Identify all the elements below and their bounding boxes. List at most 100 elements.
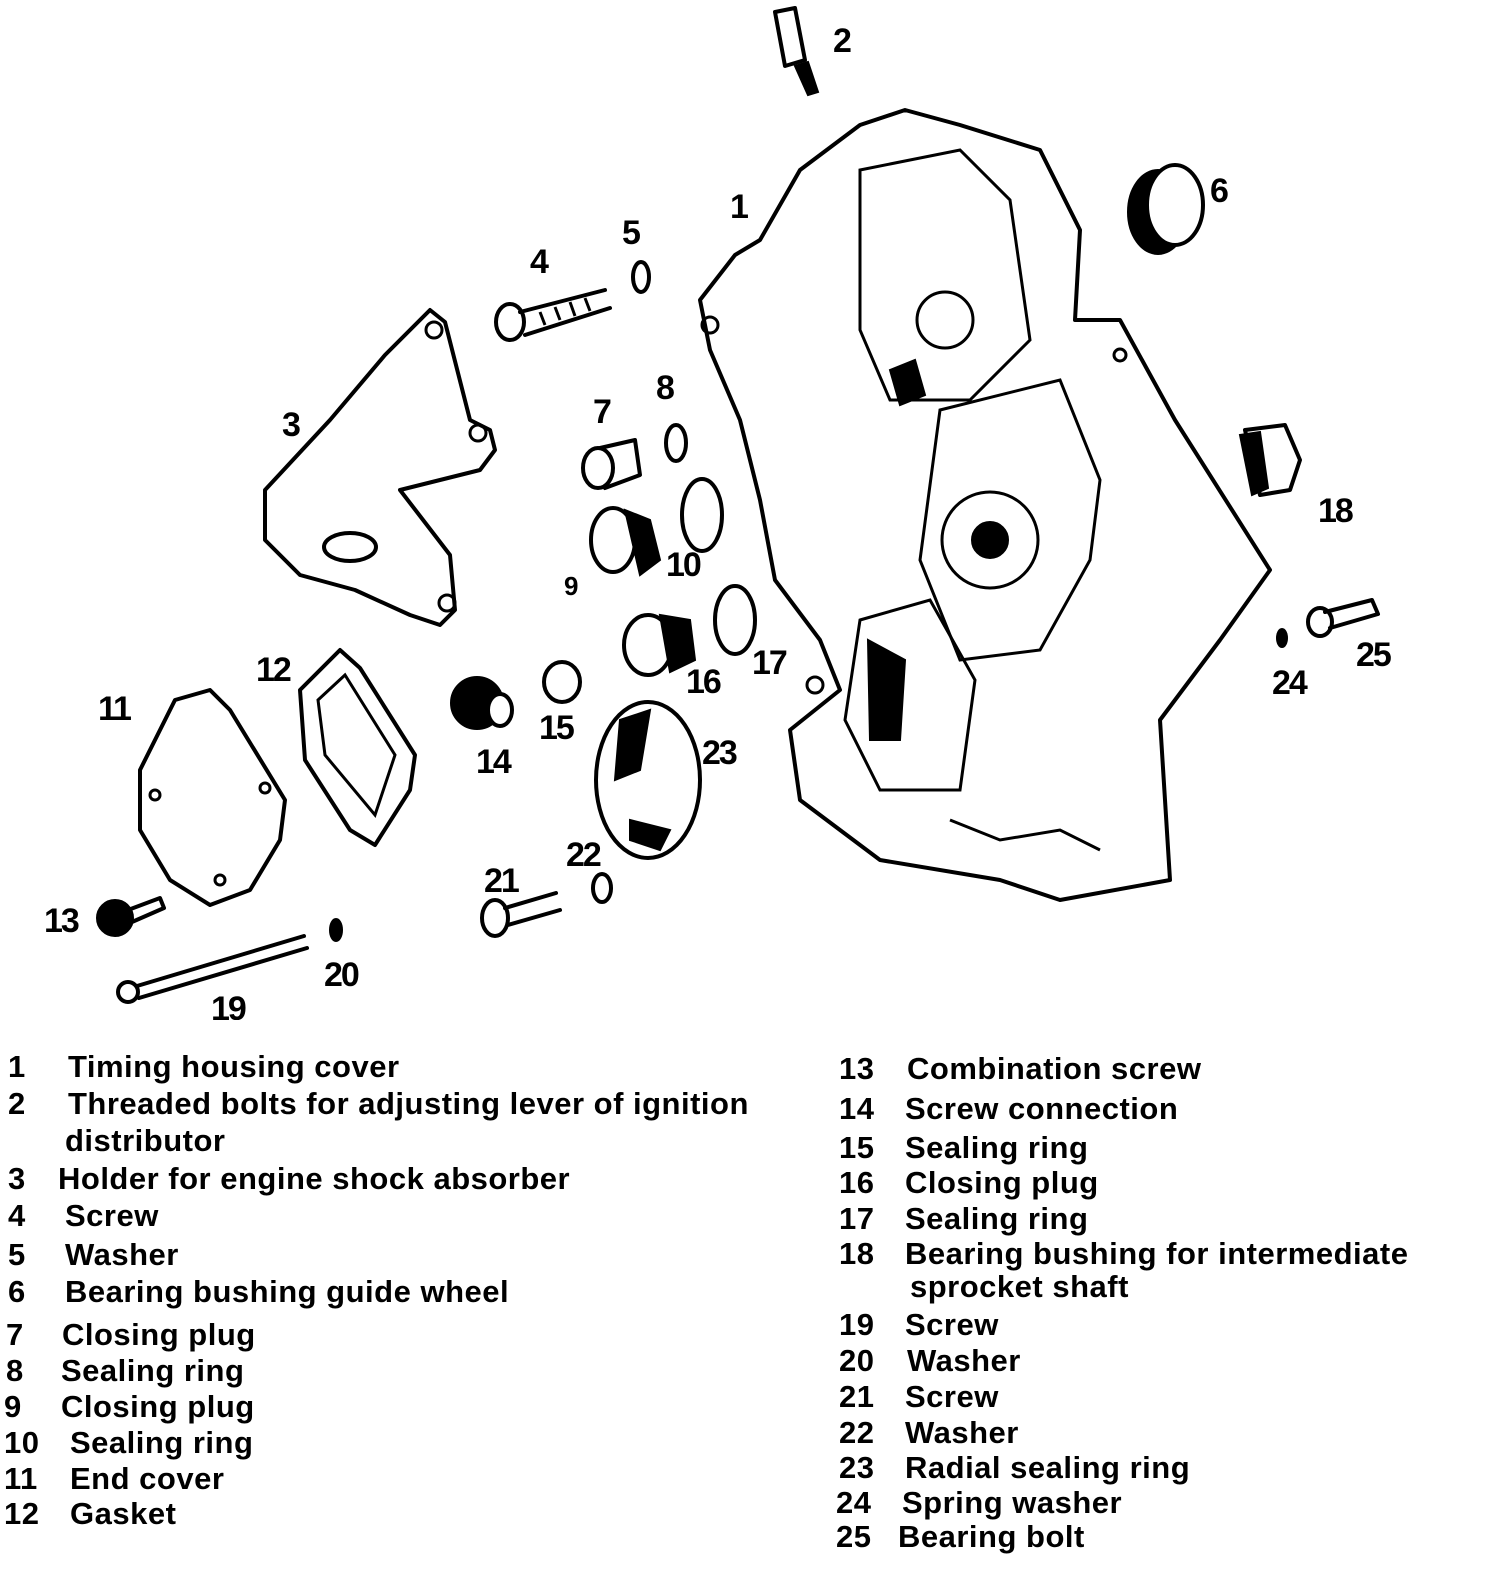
part-sealing-ring-17 (713, 584, 757, 656)
part-closing-plug-16 (622, 613, 697, 677)
legend-number: 19 (839, 1307, 875, 1342)
legend-label: Sealing ring (61, 1353, 245, 1388)
callout-24: 24 (1272, 664, 1308, 702)
part-closing-plug-7 (581, 438, 642, 490)
callout-19: 19 (211, 990, 246, 1020)
legend-label: Bearing bolt (898, 1519, 1085, 1554)
callout-8: 8 (656, 369, 674, 407)
callout-11: 11 (98, 690, 131, 728)
legend-label: Spring washer (902, 1485, 1123, 1520)
legend-number: 17 (839, 1201, 875, 1236)
exploded-parts-diagram: 1 2 3 4 5 6 7 8 9 10 11 12 13 14 15 16 1… (44, 6, 1393, 1020)
part-threaded-bolt (773, 6, 820, 97)
part-sealing-ring-8 (664, 423, 688, 463)
legend-label: Screw (905, 1307, 999, 1342)
legend-label: Screw (905, 1379, 999, 1414)
part-sealing-ring-10 (680, 477, 724, 553)
part-shock-absorber-holder (263, 308, 497, 627)
legend-label: Gasket (70, 1496, 177, 1531)
legend-number: 6 (8, 1274, 26, 1309)
part-bearing-bolt (1306, 598, 1380, 638)
legend-label: Timing housing cover (68, 1049, 400, 1084)
legend-label: Sealing ring (905, 1201, 1089, 1236)
callout-17: 17 (752, 644, 787, 682)
legend-label: Radial sealing ring (905, 1450, 1191, 1485)
legend-number: 3 (8, 1161, 26, 1196)
legend-label: Washer (907, 1343, 1021, 1378)
callout-14: 14 (476, 743, 512, 781)
callout-10: 10 (666, 546, 701, 584)
callout-18: 18 (1318, 492, 1353, 530)
part-spring-washer (1276, 628, 1288, 648)
legend-label: Screw (65, 1198, 159, 1233)
legend-number: 21 (839, 1379, 875, 1414)
part-closing-plug-9 (589, 506, 662, 577)
part-radial-sealing-ring (594, 700, 702, 860)
callout-9: 9 (564, 571, 578, 601)
part-sealing-ring-15 (542, 660, 582, 704)
callout-2: 2 (833, 22, 851, 60)
legend-label: sprocket shaft (910, 1269, 1129, 1304)
legend-label: Closing plug (62, 1317, 256, 1352)
legend-number: 25 (836, 1519, 872, 1554)
part-washer-22 (591, 872, 613, 904)
callout-5: 5 (622, 214, 640, 252)
part-combination-screw (96, 896, 166, 937)
legend-label: Washer (905, 1415, 1019, 1450)
legend-label: distributor (65, 1123, 226, 1158)
legend-label: End cover (70, 1461, 225, 1496)
part-end-cover (138, 688, 287, 907)
legend-label: Holder for engine shock absorber (58, 1161, 571, 1196)
callout-3: 3 (282, 406, 300, 444)
callout-16: 16 (686, 663, 721, 701)
legend-label: Bearing bushing guide wheel (65, 1274, 510, 1309)
callout-22: 22 (566, 836, 601, 874)
legend-label: Washer (65, 1237, 179, 1272)
legend-label: Screw connection (905, 1091, 1179, 1126)
legend-number: 4 (8, 1198, 26, 1233)
legend-label: Sealing ring (905, 1130, 1089, 1165)
legend-number: 8 (6, 1353, 24, 1388)
legend-number: 22 (839, 1415, 875, 1450)
legend-label: Sealing ring (70, 1425, 254, 1460)
part-screw-19 (116, 934, 309, 1004)
legend-label: Threaded bolts for adjusting lever of ig… (68, 1086, 749, 1121)
callout-1: 1 (730, 188, 748, 226)
legend-number: 7 (6, 1317, 24, 1352)
legend-number: 10 (4, 1425, 40, 1460)
legend-label: Closing plug (905, 1165, 1099, 1200)
part-screw-21 (480, 891, 562, 938)
part-screw-connection (450, 676, 514, 730)
legend-label: Combination screw (907, 1051, 1202, 1086)
callout-6: 6 (1210, 172, 1228, 210)
callout-12: 12 (256, 651, 291, 689)
part-washer-5 (631, 260, 651, 294)
legend-number: 23 (839, 1450, 875, 1485)
legend-number: 12 (4, 1496, 40, 1531)
legend-number: 16 (839, 1165, 875, 1200)
callout-20: 20 (324, 956, 359, 994)
callout-23: 23 (702, 734, 737, 772)
part-bearing-bushing-6 (1127, 163, 1205, 255)
legend-number: 14 (839, 1091, 875, 1126)
callout-25: 25 (1356, 636, 1391, 674)
legend-number: 9 (4, 1389, 22, 1424)
legend-number: 13 (839, 1051, 875, 1086)
part-screw-4 (494, 288, 612, 342)
legend-number: 24 (836, 1485, 872, 1520)
part-bearing-bushing-18 (1238, 423, 1302, 497)
legend-number: 11 (4, 1461, 38, 1496)
callout-7: 7 (593, 393, 611, 431)
legend-label: Closing plug (61, 1389, 255, 1424)
legend-number: 1 (8, 1049, 26, 1084)
callout-21: 21 (484, 862, 519, 900)
part-timing-housing-cover (698, 108, 1272, 902)
legend-number: 15 (839, 1130, 875, 1165)
part-gasket (298, 648, 417, 847)
legend-number: 18 (839, 1236, 875, 1271)
legend-number: 5 (8, 1237, 26, 1272)
part-washer-20 (329, 918, 343, 942)
legend-label: Bearing bushing for intermediate (905, 1236, 1409, 1271)
callout-4: 4 (530, 243, 549, 281)
legend-number: 2 (8, 1086, 26, 1121)
